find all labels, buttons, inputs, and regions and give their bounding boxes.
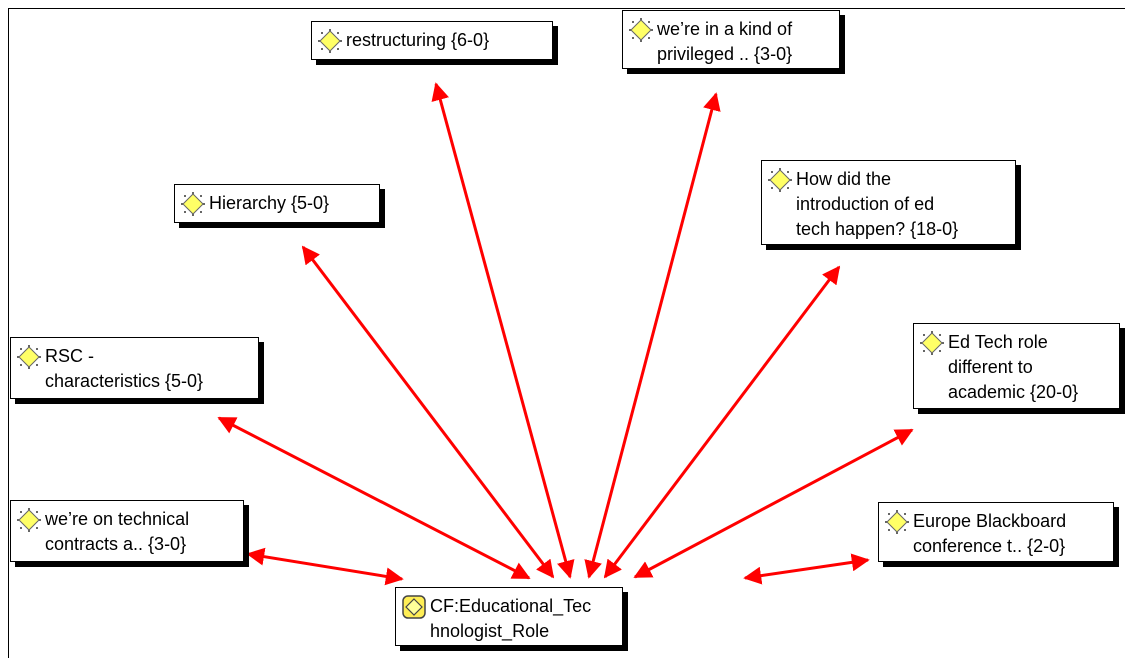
node-privileged[interactable]: we’re in a kind of privileged .. {3-0}	[622, 10, 840, 69]
link-rsc[interactable]	[217, 416, 531, 580]
code-icon	[885, 510, 909, 534]
code-family-icon	[402, 595, 426, 619]
node-label: we’re in a kind of privileged .. {3-0}	[657, 19, 793, 64]
node-introduction[interactable]: How did the introduction of ed tech happ…	[761, 160, 1016, 245]
node-hierarchy[interactable]: Hierarchy {5-0}	[174, 184, 380, 223]
node-label: Ed Tech role different to academic {20-0…	[948, 332, 1079, 402]
link-edtech-role[interactable]	[633, 428, 914, 579]
code-icon	[318, 29, 342, 53]
code-icon	[17, 345, 41, 369]
node-label: RSC - characteristics {5-0}	[45, 346, 204, 391]
code-icon	[181, 192, 205, 216]
link-restructuring[interactable]	[431, 82, 575, 579]
node-label: Hierarchy {5-0}	[209, 193, 330, 213]
node-technical[interactable]: we’re on technical contracts a.. {3-0}	[10, 500, 244, 562]
node-center-code-family[interactable]: CF:Educational_Tec hnologist_Role	[395, 587, 623, 646]
node-label: How did the introduction of ed tech happ…	[796, 169, 959, 239]
code-icon	[17, 508, 41, 532]
code-icon	[629, 18, 653, 42]
node-rsc[interactable]: RSC - characteristics {5-0}	[10, 337, 259, 399]
link-technical[interactable]	[246, 547, 404, 586]
diagram-frame	[8, 8, 1125, 658]
node-europe[interactable]: Europe Blackboard conference t.. {2-0}	[878, 502, 1114, 562]
link-privileged[interactable]	[584, 92, 721, 579]
code-icon	[768, 168, 792, 192]
link-europe[interactable]	[743, 553, 870, 585]
node-restructuring[interactable]: restructuring {6-0}	[311, 21, 553, 60]
node-label: Europe Blackboard conference t.. {2-0}	[913, 511, 1067, 556]
node-label: restructuring {6-0}	[346, 30, 490, 50]
node-edtech-role[interactable]: Ed Tech role different to academic {20-0…	[913, 323, 1120, 409]
node-label: CF:Educational_Tec hnologist_Role	[430, 596, 592, 641]
node-label: we’re on technical contracts a.. {3-0}	[45, 509, 190, 554]
code-icon	[920, 331, 944, 355]
